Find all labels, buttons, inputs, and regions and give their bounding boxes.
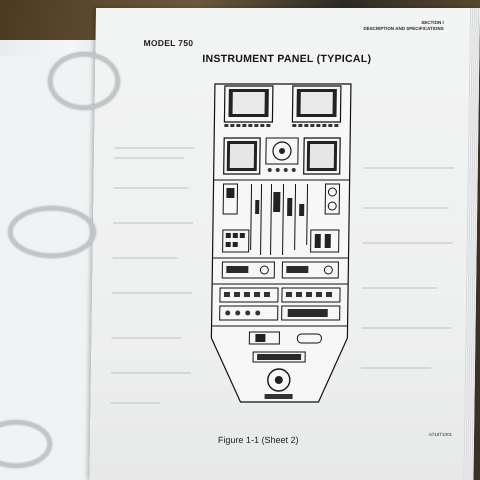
binder-ring-icon (48, 52, 120, 110)
model-header: MODEL 750 (143, 38, 194, 48)
section-title: DESCRIPTION AND SPECIFICATIONS (363, 26, 444, 31)
section-header: SECTION I DESCRIPTION AND SPECIFICATIONS (363, 20, 443, 32)
bleed-through-text (110, 147, 454, 404)
manual-page: MODEL 750 SECTION I DESCRIPTION AND SPEC… (89, 8, 480, 480)
binder-ring-icon (0, 420, 52, 468)
binder-ring-icon (8, 206, 96, 258)
instrument-panel-diagram (210, 83, 352, 403)
figure-code: 6718T1001 (429, 432, 453, 437)
figure-caption: Figure 1-1 (Sheet 2) (217, 435, 299, 445)
page-title: INSTRUMENT PANEL (TYPICAL) (202, 53, 372, 65)
